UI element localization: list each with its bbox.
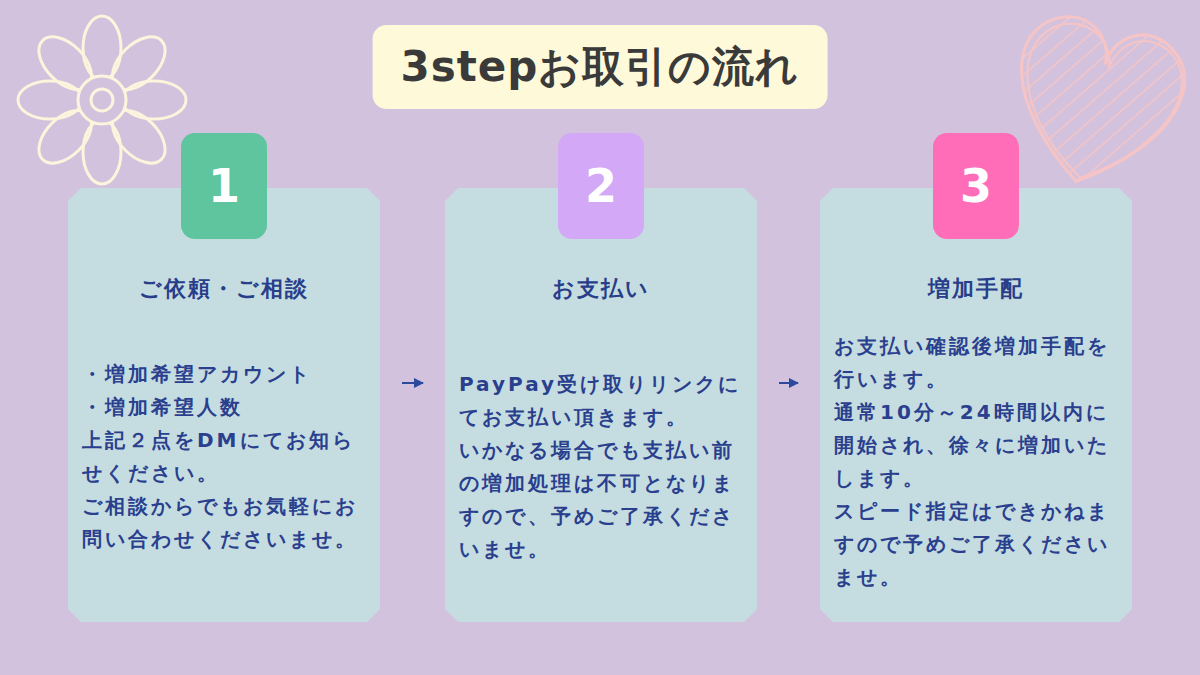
panel-fill bbox=[68, 188, 380, 622]
step-panel: ご依頼・ご相談・増加希望アカウント・増加希望人数上記２点をDMにてお知らせくださ… bbox=[68, 188, 380, 622]
flower-doodle bbox=[18, 16, 186, 184]
step-heading: 増加手配 bbox=[834, 274, 1118, 304]
step-number-badge: 2 bbox=[558, 133, 644, 239]
step-text: ・増加希望アカウント bbox=[82, 358, 366, 391]
step-number: 2 bbox=[585, 159, 617, 213]
flow-arrow bbox=[402, 382, 423, 384]
title-box: 3stepお取引の流れ bbox=[373, 25, 828, 109]
step-text: 通常10分～24時間以内に開始され、徐々に増加いたします。 bbox=[834, 396, 1118, 495]
step-text: スピード指定はできかねますので予めご了承くださいませ。 bbox=[834, 495, 1118, 594]
step-body: ・増加希望アカウント・増加希望人数上記２点をDMにてお知らせください。ご相談から… bbox=[82, 358, 366, 556]
title-text: 3stepお取引の流れ bbox=[401, 39, 800, 95]
step-body: お支払い確認後増加手配を行います。通常10分～24時間以内に開始され、徐々に増加… bbox=[834, 330, 1118, 594]
panel-fill bbox=[445, 188, 757, 622]
step-text: ・増加希望人数 bbox=[82, 391, 366, 424]
step-heading: お支払い bbox=[459, 274, 743, 304]
step-number-badge: 3 bbox=[933, 133, 1019, 239]
panel-fill bbox=[820, 188, 1132, 622]
step-text: お支払い確認後増加手配を行います。 bbox=[834, 330, 1118, 396]
step-number: 3 bbox=[960, 159, 992, 213]
step-text: いかなる場合でも支払い前の増加処理は不可となりますので、予めご了承くださいませ。 bbox=[459, 434, 743, 566]
heart-doodle bbox=[996, 7, 1194, 201]
step-number: 1 bbox=[208, 159, 240, 213]
flow-arrow bbox=[779, 382, 798, 384]
step-text: PayPay受け取りリンクにてお支払い頂きます。 bbox=[459, 368, 743, 434]
step-body: PayPay受け取りリンクにてお支払い頂きます。いかなる場合でも支払い前の増加処… bbox=[459, 368, 743, 566]
step-panel: 増加手配お支払い確認後増加手配を行います。通常10分～24時間以内に開始され、徐… bbox=[820, 188, 1132, 622]
step-text: 上記２点をDMにてお知らせください。 bbox=[82, 424, 366, 490]
step-heading: ご依頼・ご相談 bbox=[82, 274, 366, 304]
step-number-badge: 1 bbox=[181, 133, 267, 239]
step-text: ご相談からでもお気軽にお問い合わせくださいませ。 bbox=[82, 490, 366, 556]
step-panel: お支払い PayPay受け取りリンクにてお支払い頂きます。いかなる場合でも支払い前… bbox=[445, 188, 757, 622]
